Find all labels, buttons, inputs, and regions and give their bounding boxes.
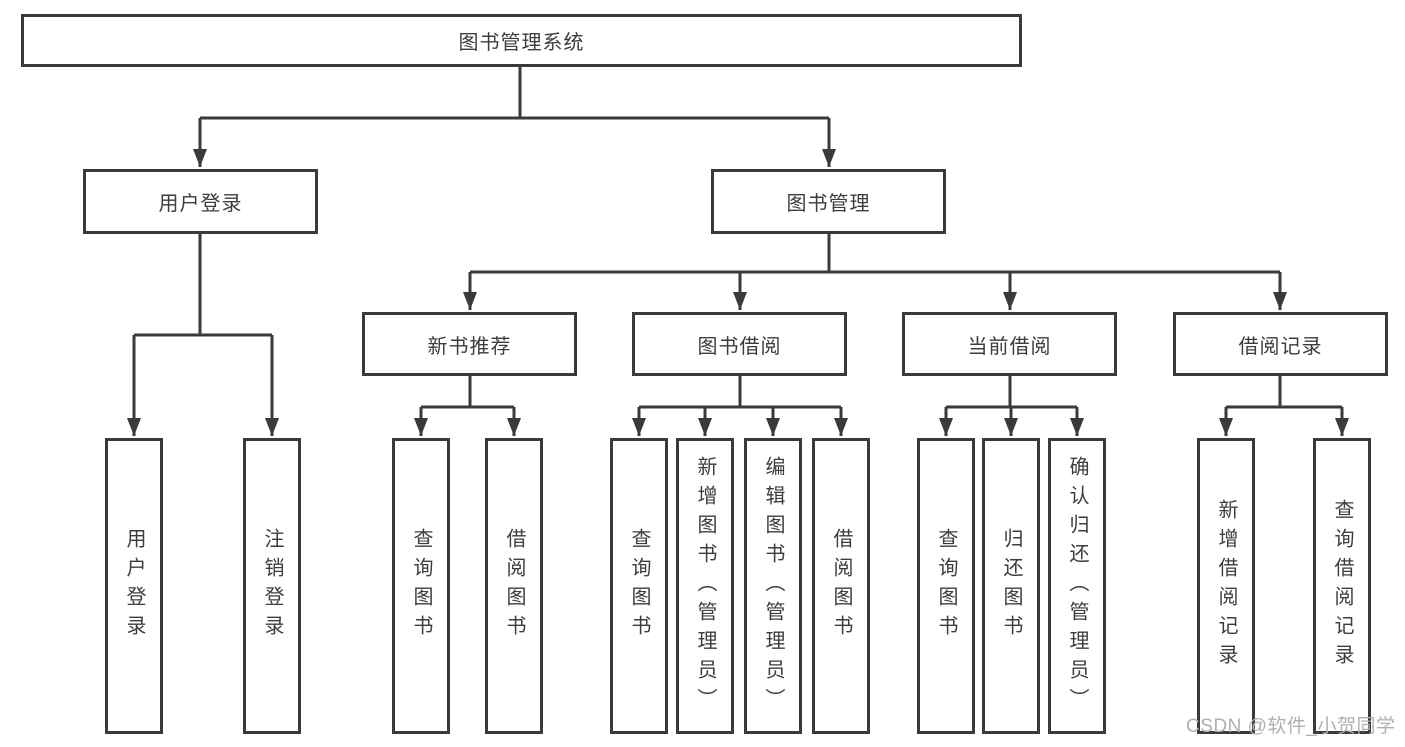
leaf-add-book-admin: 新增图书（管理员） bbox=[676, 438, 734, 734]
node-label: 新增图书（管理员） bbox=[694, 455, 716, 717]
leaf-confirm-return-admin: 确认归还（管理员） bbox=[1048, 438, 1106, 734]
node-label: 图书管理系统 bbox=[458, 32, 585, 54]
node-label: 确认归还（管理员） bbox=[1066, 455, 1088, 717]
leaf-borrow-books-recommend: 借阅图书 bbox=[485, 438, 543, 734]
leaf-logout: 注销登录 bbox=[243, 438, 301, 734]
leaf-query-books-current: 查询图书 bbox=[917, 438, 975, 734]
node-book-borrow: 图书借阅 bbox=[632, 312, 847, 376]
node-label: 查询图书 bbox=[410, 528, 432, 644]
leaf-user-login: 用户登录 bbox=[105, 438, 163, 734]
node-label: 编辑图书（管理员） bbox=[762, 455, 784, 717]
node-label: 用户登录 bbox=[158, 193, 243, 215]
leaf-edit-book-admin: 编辑图书（管理员） bbox=[744, 438, 802, 734]
node-label: 用户登录 bbox=[123, 528, 145, 644]
node-library-management-system: 图书管理系统 bbox=[21, 14, 1022, 67]
node-borrow-records: 借阅记录 bbox=[1173, 312, 1388, 376]
node-user-login: 用户登录 bbox=[83, 169, 318, 234]
node-label: 新增借阅记录 bbox=[1215, 499, 1237, 673]
node-label: 图书管理 bbox=[786, 193, 871, 215]
node-label: 查询借阅记录 bbox=[1331, 499, 1353, 673]
leaf-query-borrow-record: 查询借阅记录 bbox=[1313, 438, 1371, 734]
node-label: 借阅图书 bbox=[830, 528, 852, 644]
node-label: 查询图书 bbox=[628, 528, 650, 644]
node-new-book-recommend: 新书推荐 bbox=[362, 312, 577, 376]
node-label: 新书推荐 bbox=[427, 335, 512, 358]
node-label: 归还图书 bbox=[1000, 528, 1022, 644]
node-label: 查询图书 bbox=[935, 528, 957, 644]
node-book-management: 图书管理 bbox=[711, 169, 946, 234]
watermark-text: CSDN @软件_小贺同学 bbox=[1186, 716, 1396, 737]
leaf-query-books-borrow: 查询图书 bbox=[610, 438, 668, 734]
leaf-add-borrow-record: 新增借阅记录 bbox=[1197, 438, 1255, 734]
node-current-borrow: 当前借阅 bbox=[902, 312, 1117, 376]
node-label: 图书借阅 bbox=[697, 335, 782, 358]
node-label: 注销登录 bbox=[261, 528, 283, 644]
node-label: 借阅图书 bbox=[503, 528, 525, 644]
leaf-query-books-recommend: 查询图书 bbox=[392, 438, 450, 734]
leaf-borrow-books: 借阅图书 bbox=[812, 438, 870, 734]
node-label: 借阅记录 bbox=[1238, 335, 1323, 358]
leaf-return-books: 归还图书 bbox=[982, 438, 1040, 734]
node-label: 当前借阅 bbox=[967, 335, 1052, 358]
